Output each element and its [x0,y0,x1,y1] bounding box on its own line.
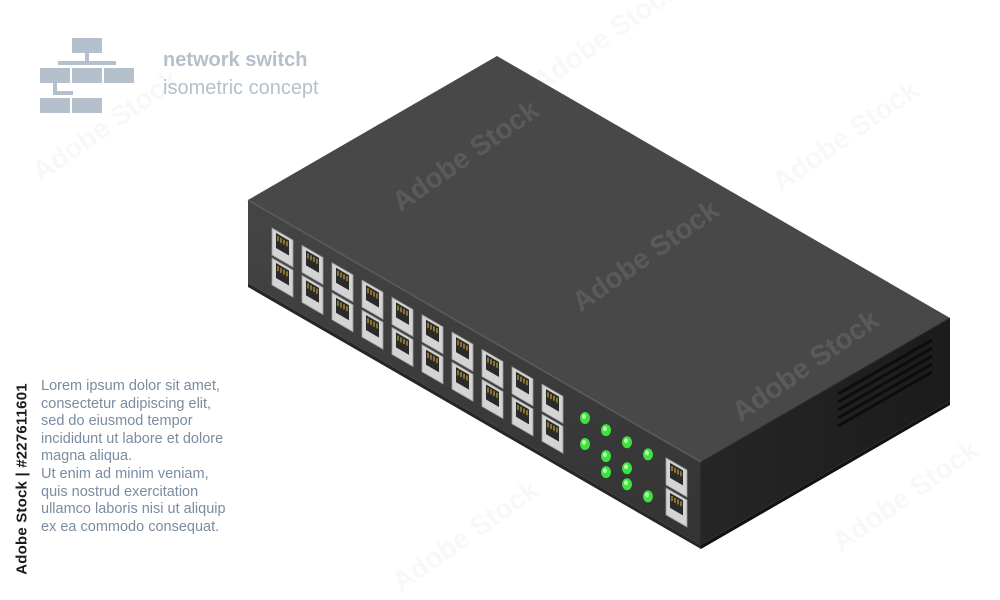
ethernet-port [511,366,534,407]
ethernet-port [451,331,474,372]
ethernet-port [301,244,324,286]
description-line: sed do eiusmod tempor [41,413,193,430]
ethernet-port [665,457,688,498]
ethernet-port [541,413,564,454]
ethernet-ports [271,227,688,528]
ethernet-port [391,296,414,338]
ethernet-port [541,383,564,424]
ethernet-port [421,344,444,385]
switch-front-face [248,200,701,545]
page-title: network switch [163,49,308,71]
ethernet-port [421,314,444,355]
description-line: ullamco laboris nisi ut aliquip [41,501,226,518]
ethernet-port [361,279,384,320]
stock-id-text: Adobe Stock | #227611601 [13,383,31,575]
ethernet-port [361,309,384,350]
switch-top-face [248,56,950,462]
ethernet-port [481,348,504,390]
description-line: ex ea commodo consequat. [41,518,220,535]
description-line: magna aliqua. [41,448,133,465]
description-line: Ut enim ad minim veniam, [41,465,209,482]
ethernet-port [451,361,474,402]
ethernet-port [665,487,688,528]
page-subtitle: isometric concept [163,77,319,99]
description-line: Lorem ipsum dolor sit amet, [41,378,220,394]
status-leds [580,412,653,503]
description-line: quis nostrud exercitation [41,483,199,500]
ethernet-port [331,292,354,333]
ethernet-port [271,257,294,298]
ethernet-port [391,326,414,368]
vent-grille [837,338,933,428]
ethernet-port [511,396,534,437]
ethernet-port [331,262,354,303]
stock-id-label: Adobe Stock | #227611601 [12,372,32,586]
ethernet-port [481,378,504,420]
ethernet-port [271,227,294,268]
network-topology-icon [40,38,134,113]
description-line: incididunt ut labore et dolore [41,430,224,447]
ethernet-port [301,274,324,316]
description-line: consectetur adipiscing elit, [41,395,212,412]
description-text: Lorem ipsum dolor sit amet, consectetur … [41,378,261,536]
